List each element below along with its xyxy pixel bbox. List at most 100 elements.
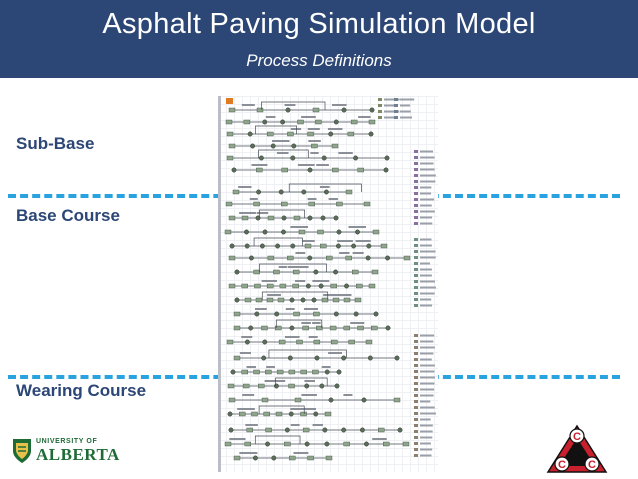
process-node (363, 441, 369, 447)
resource-label-smudge (420, 204, 432, 207)
node-label-smudge (323, 294, 339, 296)
task-node (350, 119, 358, 125)
resource-label-smudge (420, 162, 434, 165)
task-node (233, 455, 241, 461)
label-wearing-course: Wearing Course (16, 381, 147, 400)
process-node (281, 229, 286, 235)
node-label-smudge (307, 198, 317, 200)
process-node (397, 427, 403, 433)
task-node (225, 119, 233, 125)
node-label-smudge (297, 164, 315, 166)
resource-label-smudge (420, 382, 435, 385)
process-node (291, 143, 297, 149)
task-node (241, 369, 248, 375)
task-node (256, 107, 264, 113)
feedback-loop (288, 183, 362, 192)
process-node (322, 427, 328, 433)
task-node (243, 119, 251, 125)
node-label-smudge (301, 322, 311, 324)
task-node (312, 369, 319, 375)
task-node (242, 383, 250, 389)
process-node (248, 325, 254, 331)
task-node (371, 325, 378, 331)
process-node (355, 229, 360, 235)
resource-icon (378, 110, 382, 113)
node-label-smudge (295, 252, 306, 254)
feedback-loop (255, 125, 297, 134)
task-node (278, 339, 286, 345)
process-node (304, 441, 310, 447)
task-node (343, 325, 351, 331)
task-node (288, 383, 295, 389)
process-node (244, 229, 249, 235)
process-node (234, 297, 240, 303)
task-node (244, 441, 251, 447)
resource-icon (414, 162, 418, 165)
resource-label-smudge (420, 346, 435, 349)
resource-icon (414, 222, 418, 225)
resource-label-smudge (420, 150, 434, 153)
node-label-smudge (358, 116, 371, 118)
task-node (241, 215, 249, 221)
node-label-smudge (290, 408, 306, 410)
node-label-smudge (298, 408, 316, 410)
process-node (324, 441, 330, 447)
task-node (308, 201, 316, 207)
resource-label-smudge (384, 116, 398, 119)
process-node (373, 311, 379, 317)
resource-icon (394, 98, 398, 101)
diagram-edge (218, 96, 221, 472)
process-node (288, 411, 294, 417)
task-node (330, 283, 338, 289)
task-node (261, 397, 269, 403)
node-label-smudge (308, 336, 318, 338)
process-node (319, 383, 325, 389)
node-label-smudge (308, 140, 321, 142)
process-network-diagram (218, 96, 438, 472)
resource-icon (414, 280, 418, 283)
task-node (343, 297, 351, 303)
node-label-smudge (277, 140, 290, 142)
university-of-alberta-logo: UNIVERSITY OF ALBERTA (12, 436, 119, 466)
task-node (281, 167, 288, 173)
resource-icon (414, 186, 418, 189)
process-node (323, 189, 329, 195)
task-node (261, 325, 268, 331)
task-node (316, 325, 323, 331)
task-node (302, 325, 309, 331)
resource-label-smudge (420, 292, 435, 295)
process-node (284, 427, 290, 433)
resource-icon (414, 216, 418, 219)
process-node (262, 339, 268, 345)
feedback-loop (275, 319, 323, 328)
resource-icon (394, 104, 398, 107)
resource-label-smudge (420, 156, 435, 159)
resource-label-smudge (420, 280, 435, 283)
resource-label-smudge (420, 210, 435, 213)
task-node (253, 369, 260, 375)
resource-icon (378, 104, 382, 107)
resource-icon (414, 448, 418, 451)
resource-label-smudge (420, 364, 435, 367)
process-node (301, 189, 307, 195)
resource-icon (414, 156, 418, 159)
task-node (277, 297, 285, 303)
task-node (296, 339, 303, 345)
node-label-smudge (241, 104, 255, 106)
process-node (335, 243, 341, 249)
task-node (226, 339, 234, 345)
task-node (380, 243, 388, 249)
task-node (287, 255, 294, 261)
resource-label-smudge (400, 116, 412, 119)
resource-label-smudge (420, 424, 433, 427)
task-node (313, 311, 320, 317)
task-node (403, 255, 411, 261)
resource-label-smudge (420, 400, 431, 403)
resource-label-smudge (420, 216, 433, 219)
process-node (353, 311, 359, 317)
process-node (234, 269, 240, 275)
node-label-smudge (285, 308, 295, 310)
slide-subtitle: Process Definitions (246, 51, 392, 70)
resource-icon (414, 394, 418, 397)
resource-label-smudge (420, 286, 436, 289)
